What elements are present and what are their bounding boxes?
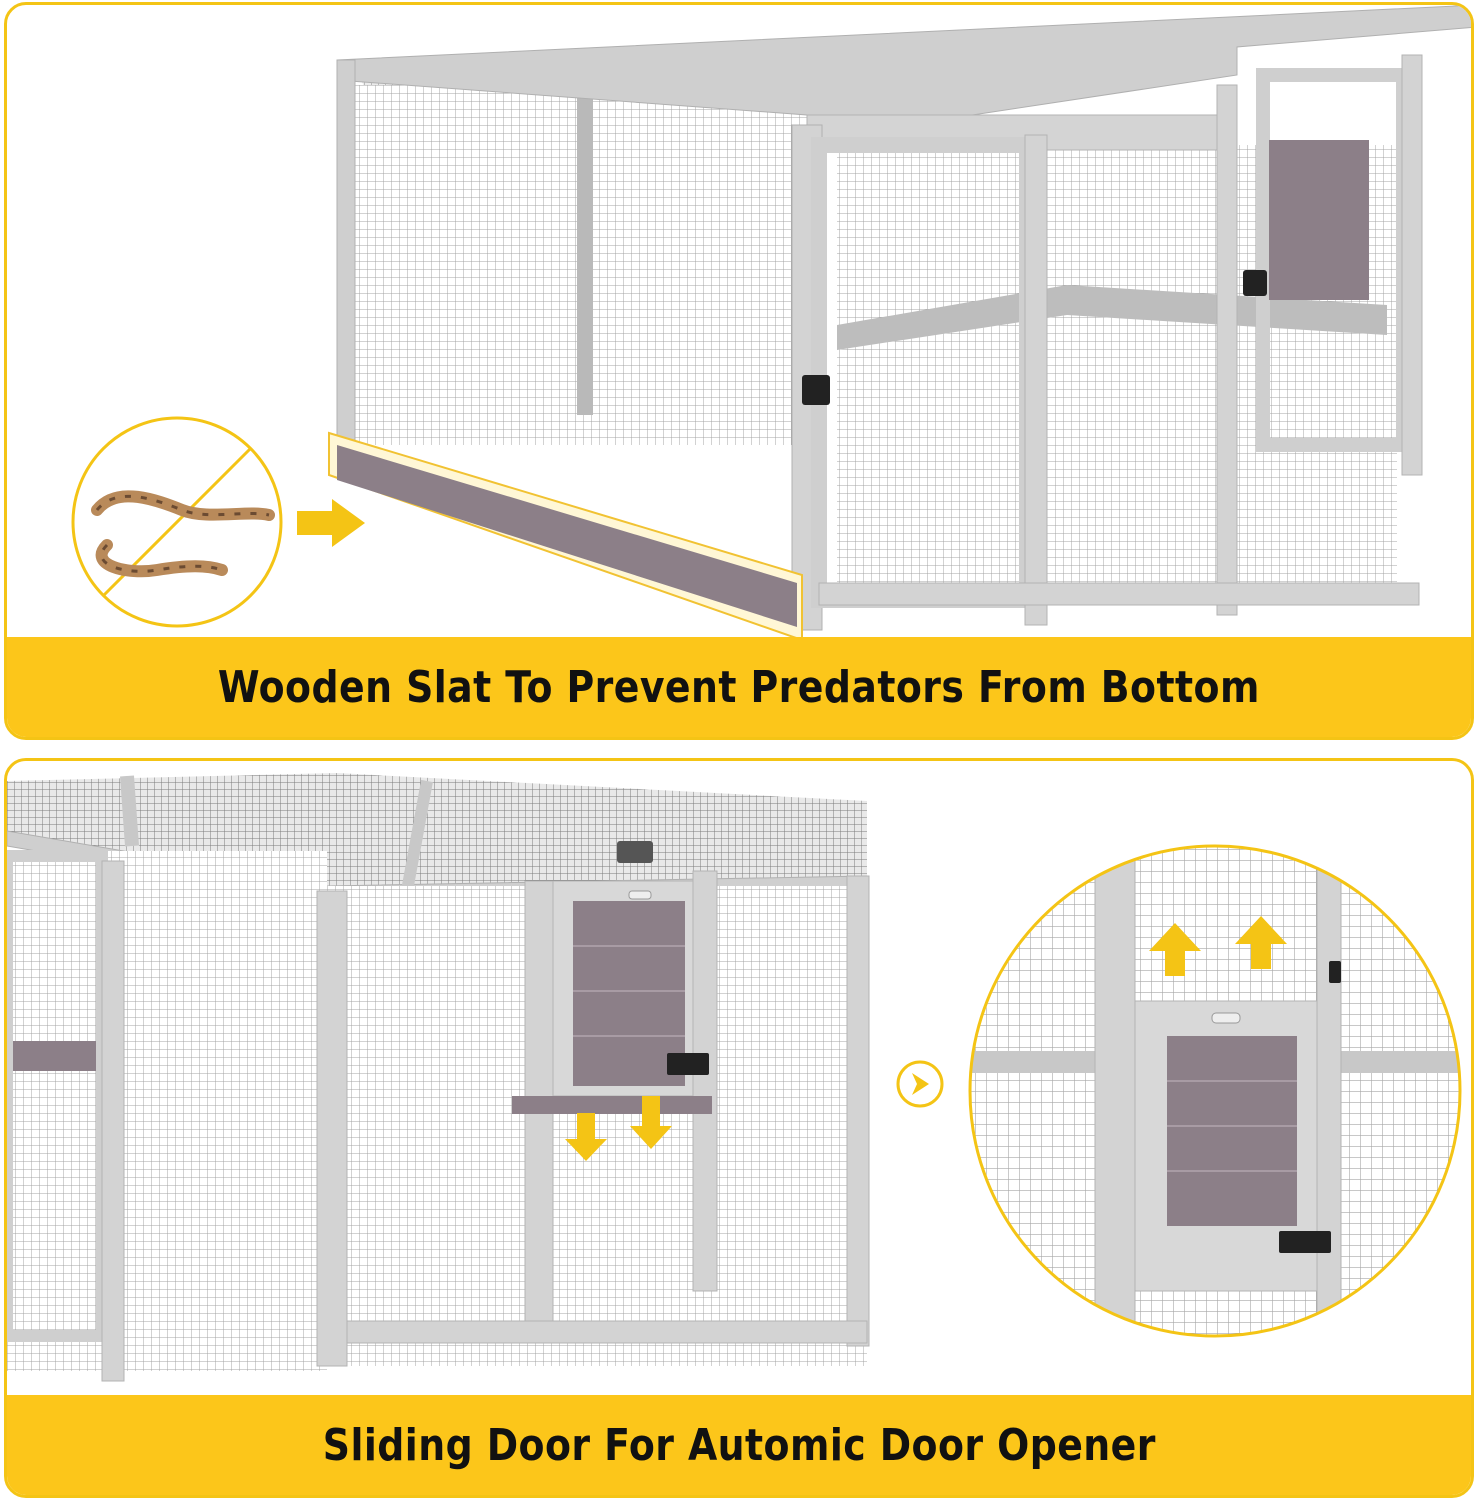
top-caption-banner: Wooden Slat To Prevent Predators From Bo…: [7, 637, 1471, 737]
top-feature-panel: Wooden Slat To Prevent Predators From Bo…: [4, 2, 1474, 740]
circle-chevron-right-icon: [896, 1060, 944, 1108]
coop-sliding-door-illustration: [7, 773, 1462, 1382]
arrow-down-icon: [563, 1095, 675, 1163]
no-snake-icon: [71, 417, 283, 629]
bottom-caption-text: Sliding Door For Automic Door Opener: [322, 1419, 1156, 1471]
arrow-right-icon: [295, 497, 367, 549]
arrow-up-icon: [1147, 913, 1289, 979]
bottom-feature-panel: Sliding Door For Automic Door Opener: [4, 758, 1474, 1498]
top-caption-text: Wooden Slat To Prevent Predators From Bo…: [218, 661, 1260, 713]
coop-slat-illustration: [71, 5, 1471, 642]
bottom-caption-banner: Sliding Door For Automic Door Opener: [7, 1395, 1471, 1495]
